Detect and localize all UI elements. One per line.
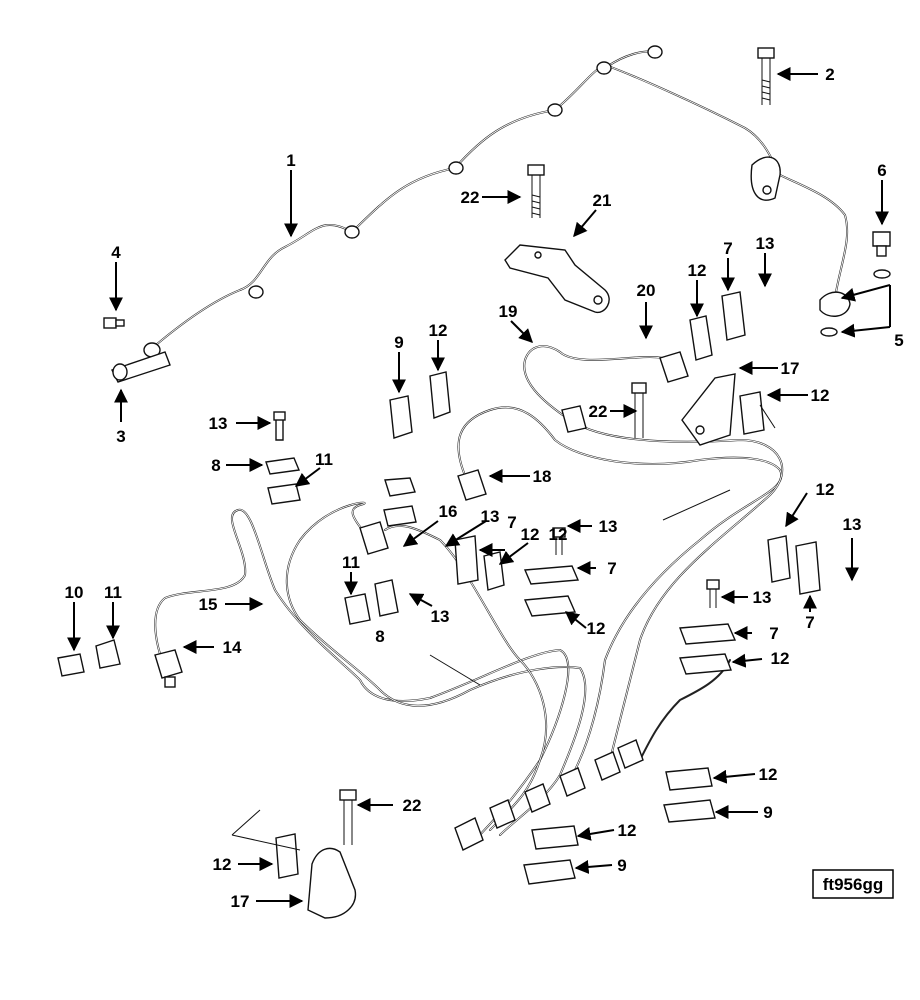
callout-3: 3: [116, 427, 125, 446]
callout-17a: 17: [781, 359, 800, 378]
callout-13a: 13: [756, 234, 775, 253]
figure-id: ft956gg: [823, 875, 883, 894]
callout-7e: 7: [769, 624, 778, 643]
callout-12g: 12: [771, 649, 790, 668]
callout-19: 19: [499, 302, 518, 321]
callout-9b: 9: [763, 803, 772, 822]
callout-9a: 9: [394, 333, 403, 352]
callout-22b: 22: [589, 402, 608, 421]
callout-13c: 13: [481, 507, 500, 526]
callout-12e: 12: [521, 525, 540, 544]
callout-16: 16: [439, 502, 458, 521]
callout-4: 4: [111, 243, 121, 262]
callout-21: 21: [593, 191, 612, 210]
callout-13g: 13: [431, 607, 450, 626]
callout-7d: 7: [805, 613, 814, 632]
callout-9c: 9: [617, 856, 626, 875]
bolt-2: [757, 47, 775, 105]
injection-line-bundle: [154, 345, 784, 851]
callout-13d: 13: [599, 517, 618, 536]
callout-12c: 12: [811, 386, 830, 405]
callout-20: 20: [637, 281, 656, 300]
callout-22a: 22: [461, 188, 480, 207]
callout-1: 1: [286, 151, 295, 170]
callout-5: 5: [894, 331, 903, 350]
callout-11c: 11: [342, 553, 360, 572]
callout-12k: 12: [549, 525, 568, 544]
callout-12f: 12: [587, 619, 606, 638]
callout-13f: 13: [753, 588, 772, 607]
clamp-3-4: [103, 317, 171, 383]
callout-13b: 13: [209, 414, 228, 433]
callout-labels: 1 2 3 4 5 6 7 7 7 7 7 8 8 9 9 9 10 11 11…: [65, 65, 904, 911]
callout-11b: 11: [315, 450, 333, 469]
callout-6: 6: [877, 161, 886, 180]
figure-id-box: ft956gg: [812, 869, 894, 899]
banjo-bolt-6: [820, 231, 891, 337]
callout-12h: 12: [759, 765, 778, 784]
callout-8b: 8: [375, 627, 384, 646]
callout-12j: 12: [213, 855, 232, 874]
bolt-22-top: [527, 164, 545, 218]
callout-12d: 12: [816, 480, 835, 499]
callout-12i: 12: [618, 821, 637, 840]
fuel-return-line: [143, 45, 851, 358]
callout-8a: 8: [211, 456, 220, 475]
callout-10: 10: [65, 583, 84, 602]
bracket-21: [504, 244, 610, 314]
clamps-and-fasteners: [57, 291, 821, 919]
callout-12b: 12: [429, 321, 448, 340]
callout-15: 15: [199, 595, 218, 614]
callout-2: 2: [825, 65, 834, 84]
callout-13e: 13: [843, 515, 862, 534]
callout-11a: 11: [104, 583, 122, 602]
callout-arrows: [67, 67, 891, 908]
callout-12a: 12: [688, 261, 707, 280]
callout-7a: 7: [723, 239, 732, 258]
callout-22c: 22: [403, 796, 422, 815]
callout-14: 14: [223, 638, 242, 657]
callout-7c: 7: [607, 559, 616, 578]
callout-18: 18: [533, 467, 552, 486]
callout-17b: 17: [231, 892, 250, 911]
callout-7b: 7: [507, 513, 516, 532]
